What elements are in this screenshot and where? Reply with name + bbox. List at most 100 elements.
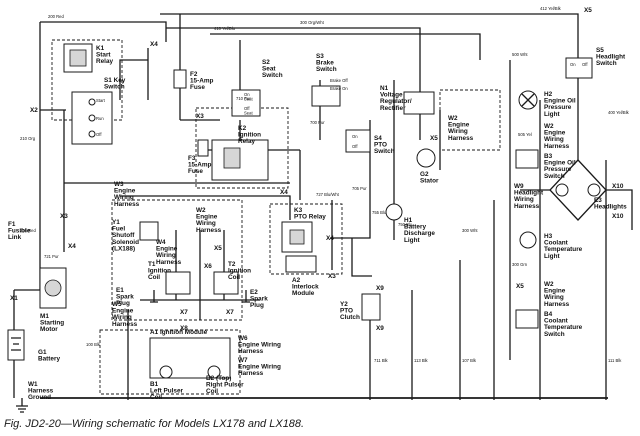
coolant-light-symbol — [519, 231, 537, 249]
wire-label-216: 216 Red — [20, 228, 37, 233]
wire-label-300g: 300 Grn — [512, 262, 528, 267]
left-pulser-coil-symbol — [159, 365, 173, 379]
ignition-coil-t1-symbol — [165, 271, 191, 295]
components — [7, 43, 601, 413]
connector-x7-left: X7 — [180, 309, 188, 316]
wire-label-410: 410 Yel/Blu — [214, 26, 236, 31]
pto-on-label: On — [352, 134, 358, 139]
right-pulser-coil-symbol — [207, 365, 221, 379]
connector-x5-top: X5 — [584, 7, 592, 14]
pto-switch-symbol — [345, 129, 371, 153]
stator-symbol — [416, 148, 436, 168]
connector-x5-right: X5 — [516, 283, 524, 290]
connector-x9-top: X9 — [376, 285, 384, 292]
fuse-f2-symbol — [173, 69, 187, 89]
connector-x6: X6 — [204, 263, 212, 270]
starting-motor-symbol — [39, 267, 67, 309]
connector-x1: X1 — [10, 295, 18, 302]
connector-x3-left: X3 — [60, 213, 68, 220]
spark-plug-e2-symbol — [242, 290, 250, 303]
wire-label-700: 700 Pur — [310, 120, 325, 125]
connector-x2: X2 — [30, 107, 38, 114]
connector-x3-top: X3 — [196, 113, 204, 120]
figure-caption: Fig. JD2-20—Wiring schematic for Models … — [4, 418, 305, 430]
label-ignition-module: A1 Ignition Module — [150, 329, 208, 336]
seat-switch-symbol — [231, 89, 261, 117]
wire-label-727: 727 Blu/Wht — [316, 192, 340, 197]
wire-label-721: 721 Pur — [44, 254, 59, 259]
ignition-coil-t2-symbol — [213, 271, 239, 295]
connector-x7-right: X7 — [226, 309, 234, 316]
wire-label-300: 300 Org/Wht — [300, 20, 325, 25]
connector-x8: X8 — [180, 325, 188, 332]
spark-plug-e1-symbol — [150, 290, 158, 303]
wire-label-200: 200 Red — [48, 14, 65, 19]
key-start-label: Start — [96, 98, 106, 103]
headlight-right-symbol — [587, 183, 601, 197]
headlight-switch-symbol — [565, 57, 593, 79]
key-run-label: Run — [96, 116, 104, 121]
connector-x4-left: X4 — [68, 243, 76, 250]
wire-label-300w: 300 Wht — [462, 228, 478, 233]
connector-x4-right: X4 — [326, 235, 334, 242]
battery-discharge-light-symbol — [385, 203, 403, 221]
wire-label-711: 711 Blk — [374, 358, 389, 363]
oil-pressure-switch-symbol — [515, 149, 539, 169]
key-off-label: Off — [96, 132, 102, 137]
connector-x10-top: X10 — [612, 183, 624, 190]
brake-off-label: Brake Off — [330, 78, 348, 83]
wire-label-710: 710 Pur — [236, 96, 251, 101]
wire-labels: 200 Red 300 Org/Wht 410 Yel/Blu 412 Yel/… — [20, 6, 630, 363]
wire-label-100: 100 Blk — [86, 342, 101, 347]
connector-x10-bottom: X10 — [612, 213, 624, 220]
voltage-regulator-symbol — [403, 91, 435, 115]
wire-label-705: 705 Pur — [352, 186, 367, 191]
coolant-switch-symbol — [515, 309, 539, 329]
wire-label-107: 107 Blk — [462, 358, 477, 363]
fuse-f3-symbol — [197, 139, 209, 157]
wire-label-210: 210 Org — [20, 136, 36, 141]
connector-x3-lower: X3 — [328, 273, 336, 280]
connector-x4-mid: X4 — [280, 189, 288, 196]
headlight-off-label: Off — [582, 62, 588, 67]
wire-label-505: 505 Yel — [518, 132, 532, 137]
connector-labels: X2 X4 X3 X3 X4 X1 X4 X4 X5 X6 X7 X7 X8 X… — [10, 7, 624, 332]
brake-switch-symbol — [311, 85, 341, 107]
wire-label-500: 500 Wht — [512, 52, 528, 57]
connector-x5-upper: X5 — [430, 135, 438, 142]
wire-label-111: 111 Blk — [608, 358, 622, 363]
